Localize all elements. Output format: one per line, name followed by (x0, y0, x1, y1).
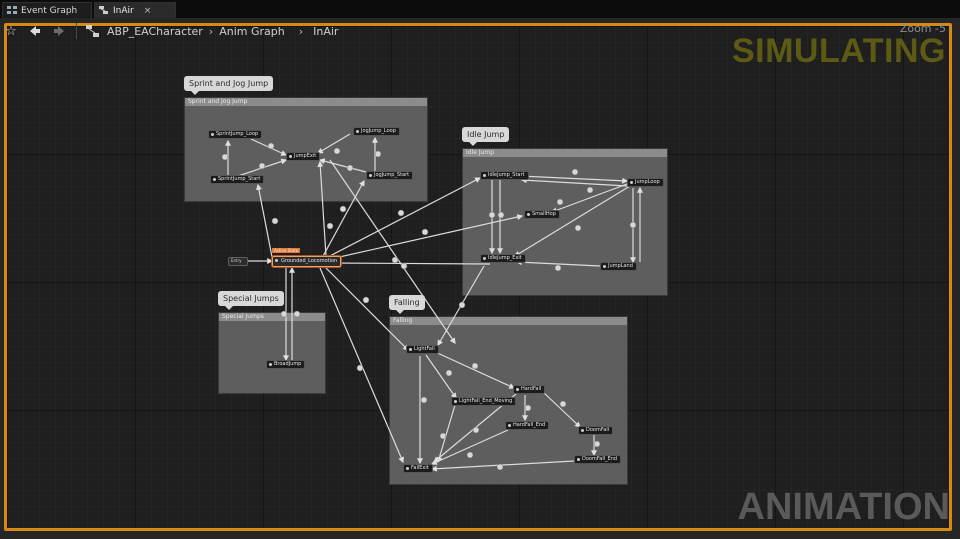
state-node[interactable]: JogJump_Loop (353, 127, 400, 136)
comment-box-special-jumps[interactable]: Special Jumps (218, 312, 326, 394)
animation-watermark: ANIMATION (737, 486, 951, 528)
state-node[interactable]: JumpLoop (627, 178, 664, 187)
tab-label: InAir (113, 5, 134, 16)
state-node[interactable]: IdleJump_Exit (480, 254, 526, 263)
comment-bubble[interactable]: Sprint and Jog Jump (184, 76, 274, 95)
toolbar-divider (76, 23, 77, 39)
comment-bubble[interactable]: Idle Jump (462, 127, 510, 146)
comment-bubble[interactable]: Falling (389, 295, 425, 314)
state-node[interactable]: BroadJump (266, 360, 306, 369)
state-node[interactable]: LightFall (406, 345, 439, 354)
state-node[interactable]: DoomFall_End (574, 455, 622, 464)
state-node[interactable]: IdleJump_Start (480, 171, 529, 180)
zoom-level: Zoom -5 (899, 22, 946, 35)
state-node[interactable]: FallExit (403, 464, 433, 473)
transition-rule-icons (221, 142, 637, 471)
state-node[interactable]: JumpLand (600, 262, 637, 271)
state-node[interactable]: LightFall_End_Moving (451, 397, 517, 406)
forward-arrow-icon[interactable] (50, 22, 68, 40)
state-node[interactable]: SmallHop (524, 210, 560, 219)
entry-node[interactable]: Entry (228, 257, 248, 266)
tab-event-graph[interactable]: Event Graph (2, 2, 92, 18)
state-node[interactable]: JumpExit (286, 152, 321, 161)
chevron-right-icon: › (298, 24, 304, 38)
state-node[interactable]: DoomFall (578, 426, 614, 435)
state-node[interactable]: HardFall (513, 385, 546, 394)
state-node[interactable]: SprintJump_Loop (208, 130, 263, 139)
breadcrumb-item[interactable]: ABP_EACharacter (107, 24, 203, 38)
comment-bubble[interactable]: Special Jumps (218, 291, 284, 310)
tab-inair[interactable]: InAir × (94, 2, 176, 18)
comment-header: Special Jumps (219, 313, 325, 321)
breadcrumb: ☆ ABP_EACharacter › Anim Graph › InAir (0, 18, 960, 44)
comment-header: Idle Jump (463, 149, 667, 157)
graph-hierarchy-icon (83, 22, 101, 40)
close-icon[interactable]: × (143, 5, 152, 16)
comment-box-sprint-jog-jump[interactable]: Sprint and Jog Jump (184, 97, 428, 202)
state-node[interactable]: HardFall_End (505, 421, 550, 430)
state-machine-icon (99, 6, 108, 14)
active-state-label: Active State (272, 248, 301, 253)
simulating-label: SIMULATING (731, 32, 946, 70)
comment-header: Falling (390, 317, 627, 325)
state-node-active[interactable]: Grounded_Locomotion (272, 256, 342, 267)
event-graph-icon (7, 6, 17, 14)
state-node[interactable]: JogJump_Start (366, 171, 414, 180)
star-icon[interactable]: ☆ (5, 23, 17, 39)
breadcrumb-item[interactable]: Anim Graph (219, 24, 285, 38)
back-arrow-icon[interactable] (26, 22, 44, 40)
chevron-right-icon: › (208, 24, 214, 38)
state-node[interactable]: SprintJump_Start (210, 175, 265, 184)
breadcrumb-item[interactable]: InAir (313, 24, 339, 38)
comment-header: Sprint and Jog Jump (185, 98, 427, 106)
tab-label: Event Graph (21, 5, 78, 16)
